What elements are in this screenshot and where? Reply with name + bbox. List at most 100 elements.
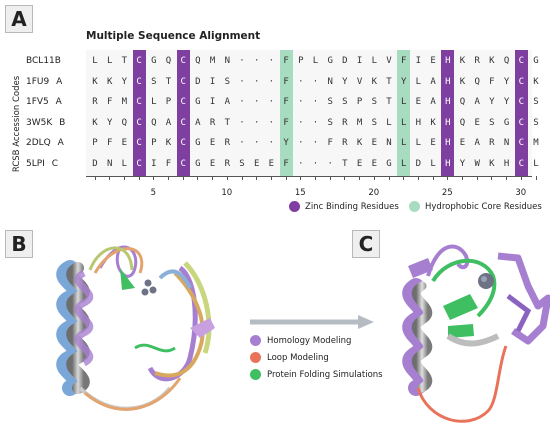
- residue-cell: C: [180, 56, 186, 66]
- axis-tick: [476, 176, 478, 180]
- residue-cell: R: [224, 158, 230, 169]
- residue-cell: S: [342, 97, 348, 107]
- legend-zinc-label: Zinc Binding Residues: [305, 201, 399, 212]
- axis-tick: [241, 176, 243, 180]
- residue-cell: N: [106, 158, 113, 169]
- tick-label: 10: [221, 188, 233, 198]
- structure-ensemble-illustration: [56, 245, 215, 411]
- residue-cell: T: [386, 97, 392, 107]
- panel-c-label: C: [352, 230, 380, 258]
- zinc-column: [132, 50, 146, 176]
- residue-cell: C: [180, 97, 186, 107]
- residue-cell: G: [195, 158, 201, 169]
- accession-id: 3W5K: [26, 117, 53, 128]
- residue-cell: E: [209, 158, 216, 169]
- tick-label: 30: [515, 188, 527, 198]
- tick-label: 20: [368, 188, 380, 198]
- residue-cell: L: [386, 117, 392, 128]
- row-label: 5LPI C: [26, 159, 82, 169]
- residue-cell: Q: [195, 56, 201, 66]
- residue-cell: L: [430, 158, 436, 169]
- residue-cell: ·: [253, 97, 260, 107]
- residue-cell: L: [312, 56, 319, 66]
- residue-cell: Q: [121, 117, 128, 128]
- residue-cell: Y: [121, 76, 128, 87]
- residue-cell: C: [180, 138, 186, 148]
- residue-cell: ·: [268, 138, 275, 148]
- axis-tick: [109, 176, 111, 180]
- residue-cell: L: [106, 56, 113, 66]
- legend-zinc: Zinc Binding Residues: [289, 201, 399, 212]
- residue-cell: R: [342, 138, 348, 148]
- loop-swatch: [250, 352, 261, 363]
- legend-loop: Loop Modeling: [250, 352, 329, 363]
- axis-tick: [447, 176, 449, 180]
- legend-homology: Homology Modeling: [250, 335, 351, 346]
- residue-cell: S: [533, 97, 539, 107]
- residue-cell: P: [165, 97, 172, 107]
- residue-cell: G: [533, 56, 539, 66]
- residue-cell: C: [518, 76, 524, 87]
- residue-cell: T: [342, 158, 348, 169]
- residue-cell: ·: [239, 138, 245, 148]
- legend-folding-label: Protein Folding Simulations: [267, 369, 383, 380]
- residue-cell: P: [356, 97, 363, 107]
- residue-cell: H: [445, 138, 451, 148]
- residue-cell: H: [445, 158, 451, 169]
- residue-cell: H: [445, 76, 451, 87]
- residue-cell: H: [445, 97, 451, 107]
- chain-id: C: [48, 158, 58, 169]
- axis-tick: [226, 176, 228, 180]
- residue-cell: C: [180, 158, 186, 169]
- residue-cell: K: [106, 76, 113, 87]
- residue-cell: ·: [312, 97, 319, 107]
- residue-cell: S: [371, 117, 377, 128]
- residue-cell: E: [356, 158, 363, 169]
- residue-cell: F: [283, 56, 289, 66]
- residue-cell: Y: [106, 117, 113, 128]
- residue-cell: C: [136, 158, 142, 169]
- zinc-column: [514, 50, 528, 176]
- residue-cell: Y: [400, 76, 407, 87]
- residue-cell: L: [371, 56, 377, 66]
- residue-cell: E: [371, 158, 377, 169]
- residue-cell: Q: [151, 117, 157, 128]
- residue-cell: ·: [312, 117, 319, 128]
- residue-cell: L: [400, 117, 407, 128]
- residue-cell: K: [92, 76, 98, 87]
- residue-cell: A: [195, 117, 201, 128]
- residue-cell: ·: [253, 76, 260, 87]
- residue-cell: D: [342, 56, 348, 66]
- residue-cell: S: [489, 117, 495, 128]
- residue-cell: S: [533, 117, 539, 128]
- axis-tick: [491, 176, 493, 180]
- residue-cell: Y: [503, 76, 510, 87]
- residue-cell: M: [209, 56, 216, 66]
- residue-cell: K: [459, 76, 466, 87]
- residue-cell: ·: [253, 117, 260, 128]
- residue-cell: V: [356, 76, 363, 87]
- residue-cell: L: [415, 76, 422, 87]
- residue-cell: E: [415, 97, 422, 107]
- residue-cell: E: [121, 138, 128, 148]
- residue-cell: M: [533, 138, 539, 148]
- residue-cell: ·: [298, 138, 304, 148]
- residue-cell: G: [151, 56, 157, 66]
- residue-cell: ·: [253, 138, 260, 148]
- residue-cell: L: [400, 97, 407, 107]
- residue-cell: A: [430, 76, 436, 87]
- panel-a-label: A: [5, 5, 33, 33]
- residue-cell: A: [474, 138, 480, 148]
- residue-cell: L: [151, 97, 157, 107]
- residue-cell: ·: [298, 76, 304, 87]
- axis-tick: [94, 176, 96, 180]
- residue-cell: E: [268, 158, 275, 169]
- residue-cell: P: [92, 138, 98, 148]
- residue-cell: ·: [298, 97, 304, 107]
- residue-cell: ·: [298, 117, 304, 128]
- residue-cell: F: [400, 56, 407, 66]
- residue-cell: M: [356, 117, 363, 128]
- tick-label: 5: [150, 188, 156, 198]
- axis-tick: [256, 176, 258, 180]
- axis-tick: [270, 176, 272, 180]
